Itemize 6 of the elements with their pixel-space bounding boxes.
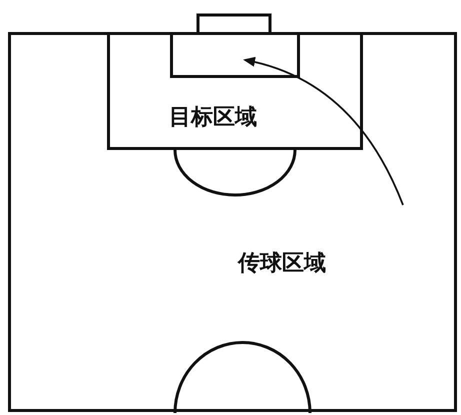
goal-area-box [170,32,300,78]
area-label: 传球区域 [236,251,327,277]
penalty-box [107,32,363,150]
pitch-outline [8,32,457,412]
pass-arrow [243,57,404,206]
area-label: 目标区域 [168,105,258,131]
